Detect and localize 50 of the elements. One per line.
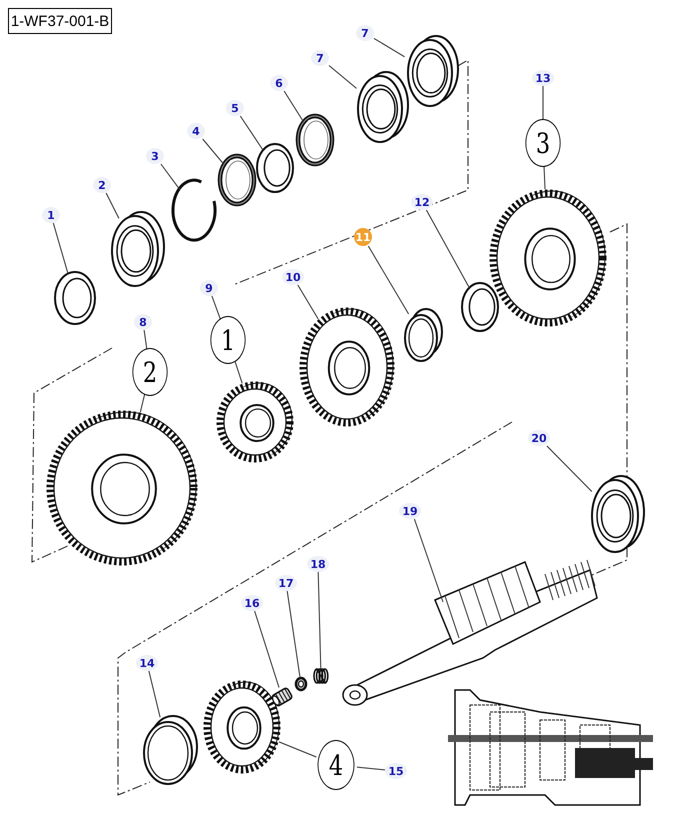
callout-number: 8 — [134, 314, 152, 330]
leader-line — [52, 222, 68, 274]
callout-number: 13 — [532, 70, 554, 86]
leader-line — [144, 330, 148, 351]
leader-line — [368, 246, 410, 314]
circled-number: 1 — [210, 316, 246, 364]
callout-number: 19 — [399, 503, 421, 519]
callout-number: 4 — [187, 123, 205, 139]
leader-line — [318, 572, 322, 670]
leader-line — [426, 210, 470, 288]
leader-line — [202, 138, 224, 165]
callout-number: 16 — [241, 595, 263, 611]
callout-number: 14 — [136, 655, 158, 671]
callout-number: 7 — [311, 50, 329, 66]
leader-line — [148, 670, 161, 718]
callout-number: 3 — [146, 148, 164, 164]
leader-line — [542, 86, 544, 122]
drawing-code: 1-WF37-001-B — [8, 8, 112, 34]
callout-number: 12 — [411, 194, 433, 210]
circled-number: 2 — [132, 348, 168, 396]
callout-number: 15 — [385, 763, 407, 779]
callout-number: 20 — [528, 430, 550, 446]
leader-line — [356, 766, 386, 770]
leader-line — [234, 360, 243, 384]
callout-number: 6 — [270, 75, 288, 91]
leader-line — [254, 610, 280, 688]
callout-number: 1 — [42, 207, 60, 223]
leader-line — [297, 284, 319, 320]
leader-line — [284, 90, 304, 123]
callout-number: 17 — [275, 575, 297, 591]
leader-line — [328, 65, 357, 89]
leader-line — [278, 741, 317, 758]
callout-number: 9 — [200, 280, 218, 296]
circled-number: 4 — [318, 740, 354, 790]
callout-number: 7 — [356, 25, 374, 41]
callout-number: 18 — [307, 556, 329, 572]
circled-number: 3 — [525, 119, 561, 167]
leader-line — [211, 296, 221, 320]
leader-line — [544, 164, 546, 190]
callout-number: 2 — [93, 177, 111, 193]
leader-line — [240, 116, 264, 151]
leader-line — [374, 38, 406, 58]
leader-line — [140, 392, 146, 413]
leader-line — [106, 192, 120, 219]
callout-number: 10 — [282, 269, 304, 285]
leader-line — [286, 590, 301, 679]
callout-number: 5 — [226, 100, 244, 116]
callout-number: 11 — [354, 228, 372, 246]
leader-line — [546, 446, 592, 492]
leader-line — [160, 164, 180, 190]
